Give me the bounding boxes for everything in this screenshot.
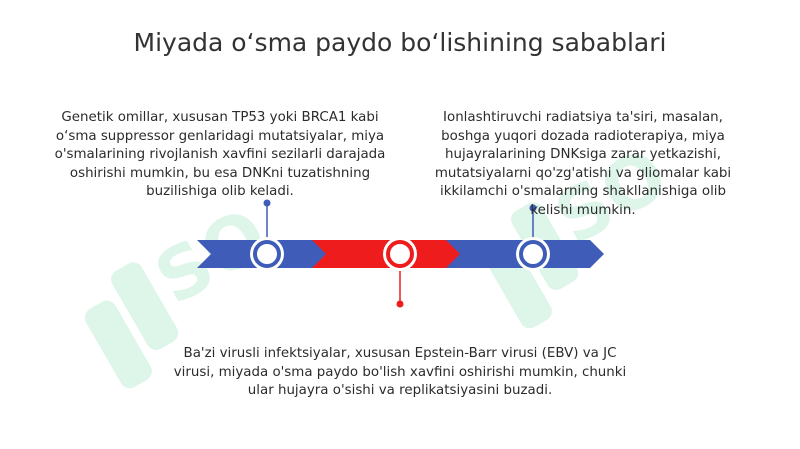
connector-dot-1 — [263, 199, 271, 207]
connector-dot-2 — [529, 204, 537, 212]
cause-viral-text: Ba'zi virusli infektsiyalar, xususan Eps… — [173, 346, 627, 398]
slide-title: Miyada o‘sma paydo bo‘lishining sabablar… — [133, 28, 667, 57]
cause-genetic-text: Genetik omillar, xususan TP53 yoki BRCA1… — [54, 110, 386, 199]
connector-dot-3 — [396, 300, 404, 308]
cause-radiation-text: Ionlashtiruvchi radiatsiya ta'siri, masa… — [434, 110, 732, 218]
